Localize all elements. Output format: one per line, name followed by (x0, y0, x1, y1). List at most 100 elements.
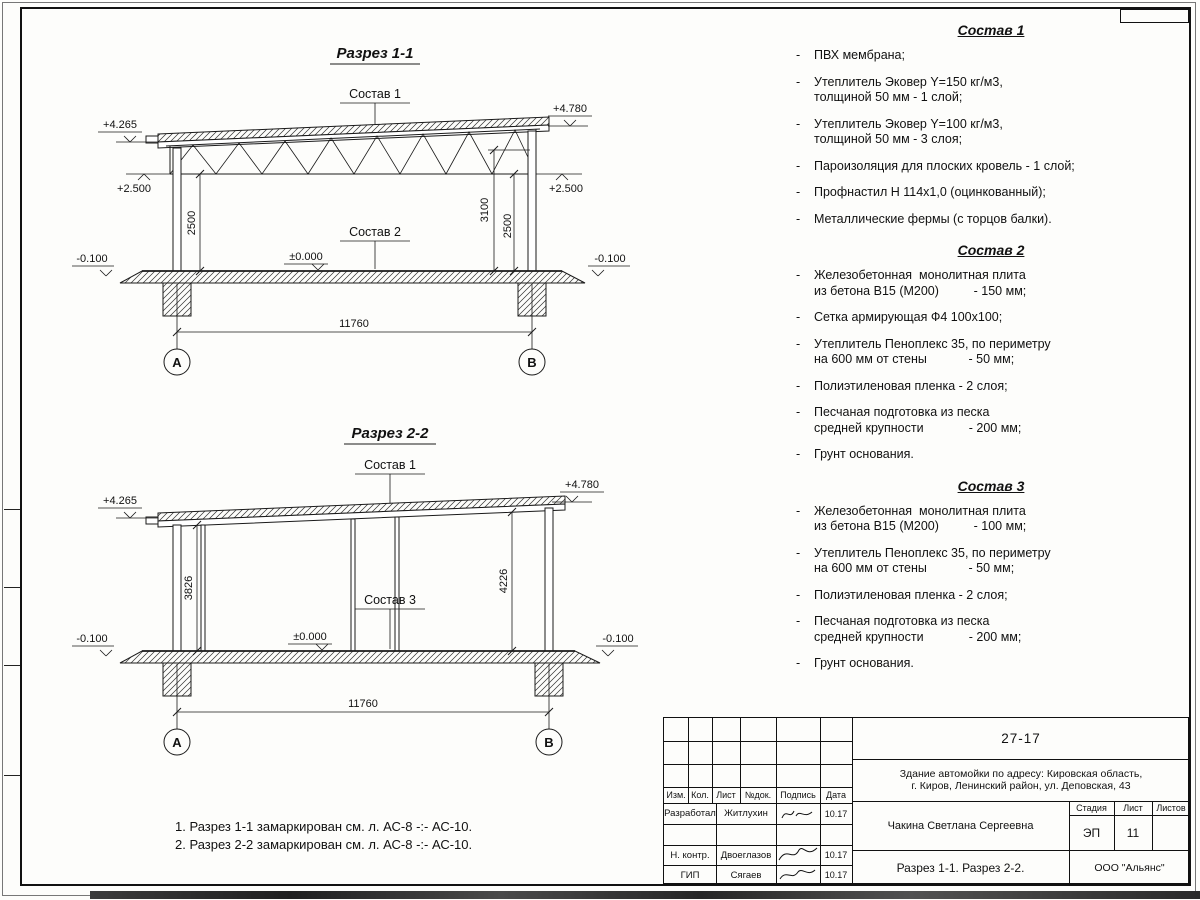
sheet-label: Лист (1123, 803, 1143, 813)
bullet-dash: - (796, 378, 801, 393)
composition-block-2: Состав 2 -Железобетонная монолитная плит… (792, 242, 1190, 463)
truss (165, 128, 541, 175)
svg-text:4226: 4226 (498, 569, 510, 593)
composition-block-1: Состав 1 -ПВХ мембрана; -Утеплитель Эков… (792, 22, 1190, 227)
right-wall (527, 130, 537, 272)
floor-slab (119, 650, 601, 664)
col-izm: Изм. (666, 790, 686, 800)
bullet-dash: - (796, 158, 801, 173)
bullet-dash: - (796, 503, 801, 518)
svg-text:+2.500: +2.500 (117, 183, 151, 195)
title-block: Изм. Кол. Лист №док. Подпись Дата Разраб… (663, 717, 1190, 885)
list-item: -Утеплитель Эковер Y=150 кг/м3, толщиной… (792, 75, 1190, 106)
col-podpis: Подпись (780, 790, 816, 800)
role-gip: ГИП (680, 869, 700, 881)
list-item: -Утеплитель Пеноплекс 35, по периметру н… (792, 337, 1190, 368)
stage-value: ЭП (1082, 825, 1101, 840)
section2-title-group: Разрез 2-2 (344, 425, 436, 445)
svg-text:В: В (544, 735, 553, 750)
partition-2 (394, 516, 400, 652)
dimension-left: 2500 (186, 169, 205, 276)
list-item: -Песчаная подготовка из песка средней кр… (792, 405, 1190, 436)
svg-text:+4.265: +4.265 (103, 495, 137, 507)
signature (776, 863, 820, 885)
svg-text:-0.100: -0.100 (76, 253, 107, 265)
list-item: -ПВХ мембрана; (792, 48, 1190, 64)
list-item: -Полиэтиленовая пленка - 2 слоя; (792, 379, 1190, 395)
left-wall (172, 147, 182, 272)
drawing-notes: 1. Разрез 1-1 замаркирован см. л. АС-8 -… (175, 818, 472, 853)
section1-title: Разрез 1-1 (336, 45, 413, 62)
composition-block-3: Состав 3 -Железобетонная монолитная плит… (792, 478, 1190, 672)
list-item: -Металлические фермы (с торцов балки). (792, 212, 1190, 228)
svg-text:±0.000: ±0.000 (293, 631, 327, 643)
bullet-dash: - (796, 587, 801, 602)
elevation-mark: -0.100 (588, 253, 630, 277)
sostav2-label: Состав 2 (349, 225, 401, 239)
margin-divider (4, 665, 20, 666)
list-item: -Железобетонная монолитная плита из бето… (792, 268, 1190, 299)
axis-marker-b: В (518, 348, 546, 376)
dimension-right-a: 3100 (479, 145, 530, 276)
list-item: -Утеплитель Пеноплекс 35, по периметру н… (792, 546, 1190, 577)
svg-text:+4.780: +4.780 (553, 103, 587, 115)
date-ncontrol: 10.17 (824, 850, 848, 860)
list-item: -Грунт основания. (792, 447, 1190, 463)
sheets-label: Листов (1156, 803, 1186, 813)
compositions-panel: Состав 1 -ПВХ мембрана; -Утеплитель Эков… (792, 22, 1190, 687)
list-item: -Пароизоляция для плоских кровель - 1 сл… (792, 159, 1190, 175)
svg-text:3826: 3826 (183, 576, 195, 600)
stage-label: Стадия (1076, 803, 1107, 813)
list-item: -Песчаная подготовка из песка средней кр… (792, 614, 1190, 645)
elevation-mark: +4.265 (98, 119, 158, 143)
svg-text:-0.100: -0.100 (594, 253, 625, 265)
svg-text:2500: 2500 (186, 211, 198, 235)
svg-text:-0.100: -0.100 (76, 633, 107, 645)
roof (145, 495, 566, 528)
project-title: Здание автомойки по адресу: Кировская об… (899, 768, 1143, 792)
bullet-dash: - (796, 405, 801, 419)
axis-marker-a: А (163, 728, 191, 756)
sostav1-callout: Состав 1 (355, 458, 425, 503)
list-item: -Утеплитель Эковер Y=100 кг/м3, толщиной… (792, 117, 1190, 148)
sheets-total (1152, 815, 1190, 850)
section1-title-group: Разрез 1-1 (330, 45, 420, 65)
sostav2-callout: Состав 2 (340, 225, 410, 269)
bullet-dash: - (796, 310, 801, 324)
interior-wall (200, 524, 206, 652)
signature (776, 803, 820, 824)
composition-title: Состав 2 (957, 242, 1025, 258)
bullet-dash: - (796, 185, 801, 199)
dimension-span: 11760 (172, 664, 554, 729)
section-2-2-drawing: Разрез 2-2 Состав 1 Состав 3 +4.265 + (72, 425, 638, 756)
col-ndok: №док. (744, 790, 772, 800)
list-item: -Полиэтиленовая пленка - 2 слоя; (792, 588, 1190, 604)
composition-title: Состав 1 (957, 22, 1025, 38)
sheet-title: Разрез 1-1. Разрез 2-2. (896, 860, 1025, 875)
svg-text:-0.100: -0.100 (602, 633, 633, 645)
dimension-span: 11760 (172, 284, 537, 349)
elevation-mark: ±0.000 (284, 251, 328, 271)
bullet-dash: - (796, 614, 801, 628)
note-line: 2. Разрез 2-2 замаркирован см. л. АС-8 -… (175, 836, 473, 852)
role-ncontrol: Н. контр. (670, 849, 710, 861)
svg-text:+4.780: +4.780 (565, 479, 599, 491)
doc-number: 27-17 (1001, 731, 1041, 746)
signature (776, 842, 820, 866)
roof (145, 116, 550, 149)
sostav3-callout: Состав 3 (355, 593, 425, 649)
col-data: Дата (826, 790, 846, 800)
col-list: Лист (716, 790, 736, 800)
right-wall (544, 507, 554, 652)
name-gip: Сягаев (730, 869, 762, 881)
bullet-dash: - (796, 116, 801, 131)
svg-text:+4.265: +4.265 (103, 119, 137, 131)
role-developer: Разработал (664, 808, 716, 819)
svg-text:+2.500: +2.500 (549, 183, 583, 195)
bullet-dash: - (796, 268, 801, 282)
author-name: Чакина Светлана Сергеевна (887, 819, 1034, 832)
company-name: ООО "Альянс" (1094, 861, 1165, 874)
sostav1-label: Состав 1 (349, 87, 401, 101)
floor-slab (119, 270, 586, 284)
